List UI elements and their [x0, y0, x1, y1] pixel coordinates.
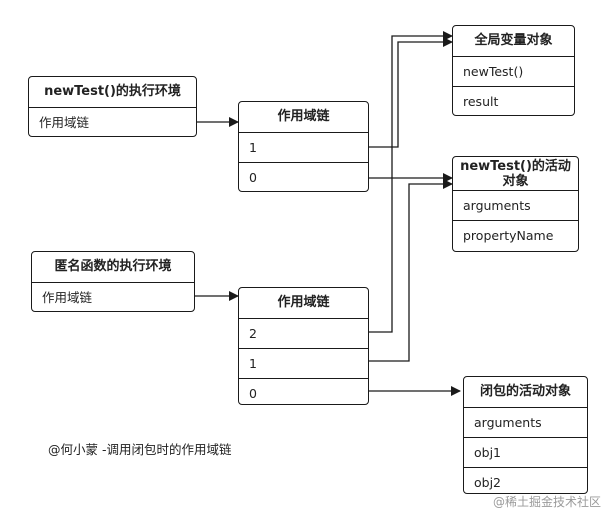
edge-scope2-row1-to-newtest-activation	[368, 179, 453, 362]
box-row: 作用域链	[42, 290, 93, 305]
edge-scope2-row2-to-global	[368, 31, 453, 333]
closure-activation-object: 闭包的活动对象 arguments obj1 obj2	[463, 376, 588, 494]
box-row: 0	[249, 170, 257, 185]
box-title: newTest()的活动 对象	[453, 157, 578, 191]
box-row: 1	[239, 349, 368, 379]
box-title: 作用域链	[239, 288, 368, 319]
box-row: propertyName	[463, 228, 554, 243]
box-title-line-1: newTest()的活动	[460, 159, 571, 174]
scope-chain-box-2: 作用域链 2 1 0	[238, 287, 369, 405]
edge-scope1-row1-to-global	[368, 37, 453, 148]
box-row: newTest()	[453, 57, 574, 87]
box-row: obj1	[464, 438, 587, 468]
box-row: 0	[249, 386, 257, 401]
newtest-activation-object: newTest()的活动 对象 arguments propertyName	[452, 156, 579, 252]
box-row: 2	[239, 319, 368, 349]
anonymous-function-execution-context: 匿名函数的执行环境 作用域链	[31, 251, 195, 312]
box-row: arguments	[464, 408, 587, 438]
newtest-execution-context: newTest()的执行环境 作用域链	[28, 76, 197, 137]
box-row: arguments	[453, 191, 578, 221]
box-row: 作用域链	[39, 115, 90, 130]
box-title: 全局变量对象	[453, 26, 574, 57]
box-title: 闭包的活动对象	[464, 377, 587, 408]
box-title: 作用域链	[239, 102, 368, 133]
box-row: obj2	[474, 475, 502, 490]
diagram-caption: @何小蒙 -调用闭包时的作用域链	[48, 442, 232, 457]
box-title: newTest()的执行环境	[29, 77, 196, 108]
watermark: @稀土掘金技术社区	[492, 495, 601, 509]
box-row: result	[463, 94, 499, 109]
box-row: 1	[239, 133, 368, 163]
box-title-line-2: 对象	[502, 174, 529, 189]
global-variable-object: 全局变量对象 newTest() result	[452, 25, 575, 116]
scope-chain-box-1: 作用域链 1 0	[238, 101, 369, 192]
box-title: 匿名函数的执行环境	[32, 252, 194, 283]
